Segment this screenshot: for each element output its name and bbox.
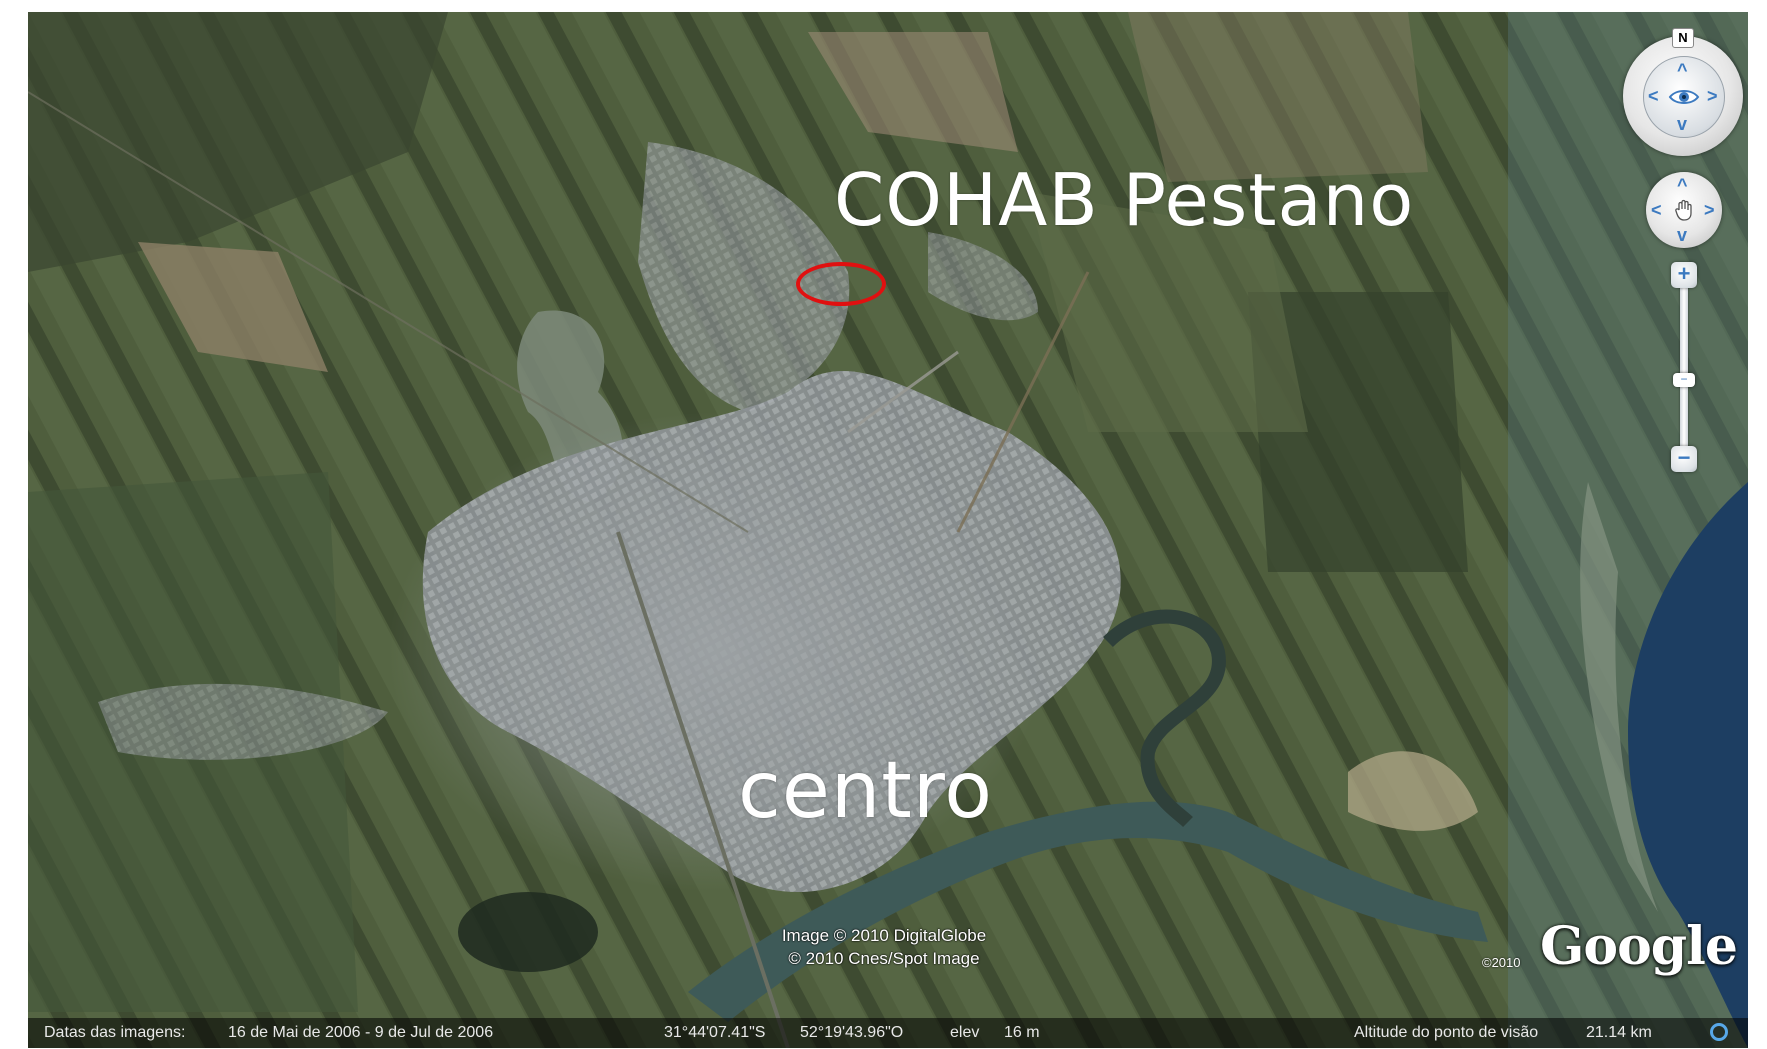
move-left-arrow-icon[interactable]: <	[1651, 200, 1662, 220]
move-up-arrow-icon[interactable]: ^	[1677, 175, 1688, 195]
look-down-arrow-icon[interactable]: v	[1677, 114, 1688, 134]
zoom-slider[interactable]: + − −	[1670, 262, 1698, 472]
look-left-arrow-icon[interactable]: <	[1648, 86, 1659, 106]
latitude-readout: 31°44'07.41"S	[664, 1024, 766, 1041]
move-down-arrow-icon[interactable]: v	[1677, 225, 1688, 245]
zoom-in-button[interactable]: +	[1671, 262, 1697, 288]
imagery-dates-label: Datas das imagens:	[44, 1024, 186, 1041]
status-bar: Datas das imagens: 16 de Mai de 2006 - 9…	[28, 1018, 1748, 1048]
place-label-centro: centro	[738, 746, 993, 836]
zoom-out-button[interactable]: −	[1671, 446, 1697, 472]
zoom-slider-thumb[interactable]: −	[1673, 372, 1695, 387]
map-viewer[interactable]: COHAB Pestano centro Image © 2010 Digita…	[28, 12, 1748, 1048]
hand-icon	[1675, 199, 1692, 221]
look-joystick[interactable]: ^ < > v	[1643, 56, 1725, 138]
imagery-credit-cnes: © 2010 Cnes/Spot Image	[788, 949, 980, 968]
move-navigation-control[interactable]: ^ < > v	[1646, 172, 1722, 248]
zoom-track[interactable]	[1680, 284, 1688, 452]
google-logo: Google	[1540, 916, 1738, 977]
eye-altitude-label: Altitude do ponto de visão	[1354, 1024, 1539, 1041]
look-up-arrow-icon[interactable]: ^	[1677, 60, 1688, 80]
eye-icon	[1668, 90, 1700, 104]
google-copyright-year: ©2010	[1482, 955, 1521, 970]
north-indicator[interactable]: N	[1672, 28, 1694, 48]
imagery-dates-value: 16 de Mai de 2006 - 9 de Jul de 2006	[228, 1024, 494, 1041]
move-right-arrow-icon[interactable]: >	[1704, 200, 1715, 220]
look-navigation-control[interactable]: N ^ < > v	[1623, 28, 1743, 156]
highlight-marker	[796, 262, 886, 306]
satellite-imagery[interactable]	[28, 12, 1748, 1048]
streaming-status-icon	[1710, 1023, 1728, 1041]
elevation-label: elev	[950, 1024, 980, 1041]
elevation-value: 16 m	[1004, 1024, 1040, 1041]
eye-altitude-value: 21.14 km	[1586, 1024, 1652, 1041]
longitude-readout: 52°19'43.96"O	[800, 1024, 904, 1041]
imagery-credit-digitalglobe: Image © 2010 DigitalGlobe	[781, 926, 987, 945]
look-right-arrow-icon[interactable]: >	[1707, 86, 1718, 106]
place-label-cohab-pestano: COHAB Pestano	[834, 158, 1415, 242]
